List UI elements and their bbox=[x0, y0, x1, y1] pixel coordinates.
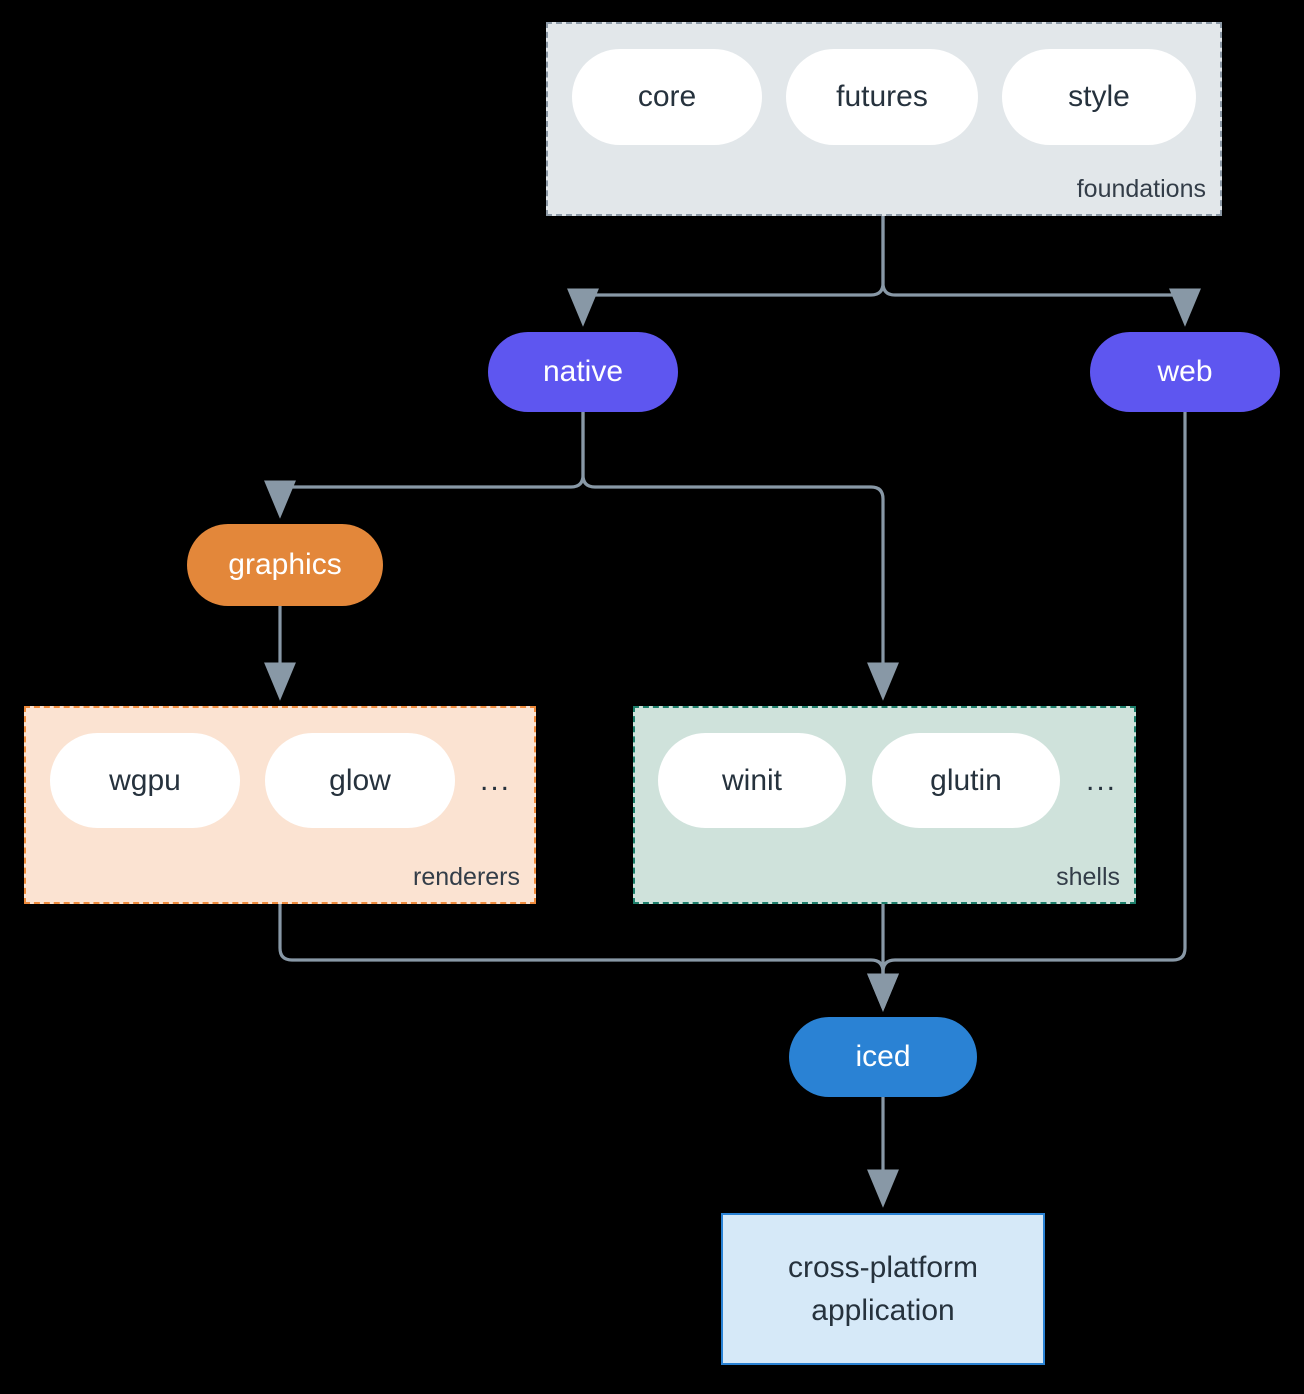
application-label-line2: application bbox=[811, 1294, 955, 1327]
node-core[interactable]: core bbox=[572, 49, 762, 145]
node-futures[interactable]: futures bbox=[786, 49, 978, 145]
edge-web-iced bbox=[867, 412, 1187, 1012]
node-native[interactable]: native bbox=[488, 332, 678, 412]
cluster-label-renderers: renderers bbox=[413, 863, 520, 891]
edge-native-graphics bbox=[264, 412, 585, 519]
node-iced[interactable]: iced bbox=[789, 1017, 977, 1097]
node-web[interactable]: web bbox=[1090, 332, 1280, 412]
node-glutin[interactable]: glutin bbox=[872, 733, 1060, 828]
node-shells-ellipsis: ... bbox=[1086, 764, 1118, 797]
cluster-label-shells: shells bbox=[1056, 863, 1120, 891]
node-wgpu[interactable]: wgpu bbox=[50, 733, 240, 828]
edge-foundations-web bbox=[881, 216, 1201, 327]
edge-native-shells bbox=[581, 412, 899, 701]
node-glow[interactable]: glow bbox=[265, 733, 455, 828]
cluster-label-foundations: foundations bbox=[1076, 175, 1206, 203]
edge-renderers-iced bbox=[278, 904, 899, 1012]
node-renderers-ellipsis: ... bbox=[480, 764, 512, 797]
node-winit[interactable]: winit bbox=[658, 733, 846, 828]
node-cross-platform-application[interactable]: cross-platform application bbox=[721, 1213, 1045, 1365]
node-graphics[interactable]: graphics bbox=[187, 524, 383, 606]
application-label-line1: cross-platform bbox=[787, 1250, 979, 1284]
node-style[interactable]: style bbox=[1002, 49, 1196, 145]
edge-foundations-native bbox=[567, 216, 885, 327]
